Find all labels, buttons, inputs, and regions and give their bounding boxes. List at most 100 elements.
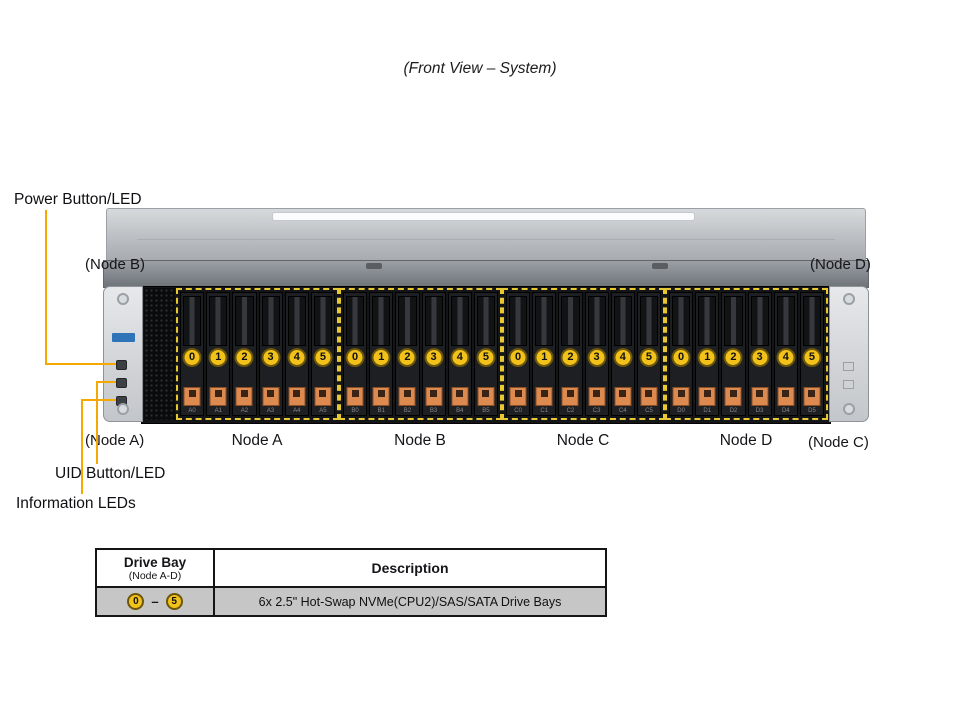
range-dash: – — [151, 594, 159, 609]
drive-latch-handle — [672, 387, 690, 406]
range-start-badge: 0 — [127, 593, 145, 610]
drive-number-badge: 3 — [424, 348, 444, 367]
drive-latch-handle — [314, 387, 332, 406]
drive-number-badge: 2 — [234, 348, 254, 367]
bay-slot-label: D0 — [677, 408, 685, 414]
drive-number-badge: 2 — [397, 348, 417, 367]
bezel-latch-tab — [366, 263, 382, 269]
drive-latch-handle — [235, 387, 253, 406]
bay-slot-label: D4 — [781, 408, 790, 414]
drive-number-badge: 4 — [776, 348, 796, 367]
drive-number-badge: 3 — [587, 348, 607, 367]
chassis-lid-seam — [137, 239, 835, 240]
drive-tray — [183, 296, 202, 346]
drive-number-badge: 5 — [639, 348, 659, 367]
drive-latch-handle — [346, 387, 364, 406]
information-leds-label: Information LEDs — [16, 495, 136, 512]
drive-tray — [750, 296, 769, 346]
drive-number-badge: 0 — [182, 348, 202, 367]
drive-latch-handle — [614, 387, 632, 406]
drive-tray — [261, 296, 280, 346]
bezel-latch-tab — [652, 263, 668, 269]
drive-number-badge: 3 — [750, 348, 770, 367]
drive-number-badge: 0 — [671, 348, 691, 367]
drive-number-badge: 5 — [802, 348, 822, 367]
drive-tray — [476, 296, 496, 346]
bay-slot-label: C3 — [592, 408, 601, 414]
drive-latch-handle — [751, 387, 769, 406]
drive-tray — [535, 296, 554, 346]
node-d-label: Node D — [719, 432, 773, 449]
brand-logo — [112, 333, 135, 342]
drive-number-badge: 2 — [723, 348, 743, 367]
drive-number-badge: 1 — [208, 348, 228, 367]
drive-tray — [450, 296, 469, 346]
drive-number-badge: 2 — [560, 348, 580, 367]
drive-tray — [287, 296, 306, 346]
description-header-cell: Description — [371, 560, 449, 576]
table-data-row: 0 – 5 6x 2.5" Hot-Swap NVMe(CPU2)/SAS/SA… — [97, 588, 605, 615]
drive-latch-handle — [724, 387, 742, 406]
bay-slot-label: A4 — [293, 408, 301, 414]
right-mounting-ear — [829, 286, 869, 422]
drive-latch-handle — [561, 387, 579, 406]
drive-latch-handle — [372, 387, 390, 406]
node-a-label: Node A — [231, 432, 283, 449]
drive-latch-handle — [183, 387, 201, 406]
bay-slot-label: C1 — [540, 408, 549, 414]
bay-slot-label: D5 — [808, 408, 816, 414]
drive-tray — [424, 296, 443, 346]
power-button-icon — [116, 360, 127, 370]
drive-tray — [209, 296, 228, 346]
range-end-badge: 5 — [165, 593, 183, 610]
drive-tray — [313, 296, 333, 346]
drive-bay-header-title: Drive Bay — [123, 554, 187, 570]
drive-tray — [724, 296, 743, 346]
node-a-corner-label: (Node A) — [85, 432, 145, 449]
drive-number-badge: 1 — [697, 348, 717, 367]
bay-slot-label: A0 — [188, 408, 196, 414]
node-c-corner-label: (Node C) — [808, 434, 869, 451]
chassis-front-bezel — [103, 260, 869, 288]
drive-tray — [698, 296, 717, 346]
bay-slot-label: A2 — [240, 408, 249, 414]
drive-latch-handle — [698, 387, 716, 406]
drive-number-badge: 4 — [287, 348, 307, 367]
figure-title: (Front View – System) — [403, 60, 557, 77]
drive-latch-handle — [777, 387, 795, 406]
drive-number-badge: 3 — [261, 348, 281, 367]
drive-number-badge: 1 — [534, 348, 554, 367]
drive-latch-handle — [451, 387, 469, 406]
drive-tray — [561, 296, 580, 346]
drive-latch-handle — [588, 387, 606, 406]
drive-latch-handle — [477, 387, 495, 406]
chassis-top-edge-highlight — [272, 212, 695, 221]
drive-tray — [639, 296, 659, 346]
drive-number-badge: 5 — [476, 348, 496, 367]
node-b-corner-label: (Node B) — [85, 256, 146, 273]
drive-tray — [613, 296, 632, 346]
power-button-label: Power Button/LED — [14, 191, 142, 208]
drive-number-badge: 0 — [508, 348, 528, 367]
drive-number-badge: 4 — [613, 348, 633, 367]
bay-slot-label: B4 — [456, 408, 464, 414]
drive-bay-header-cell: Drive Bay (Node A-D) — [97, 550, 215, 586]
bay-slot-label: D2 — [729, 408, 738, 414]
screw-icon — [117, 293, 129, 305]
